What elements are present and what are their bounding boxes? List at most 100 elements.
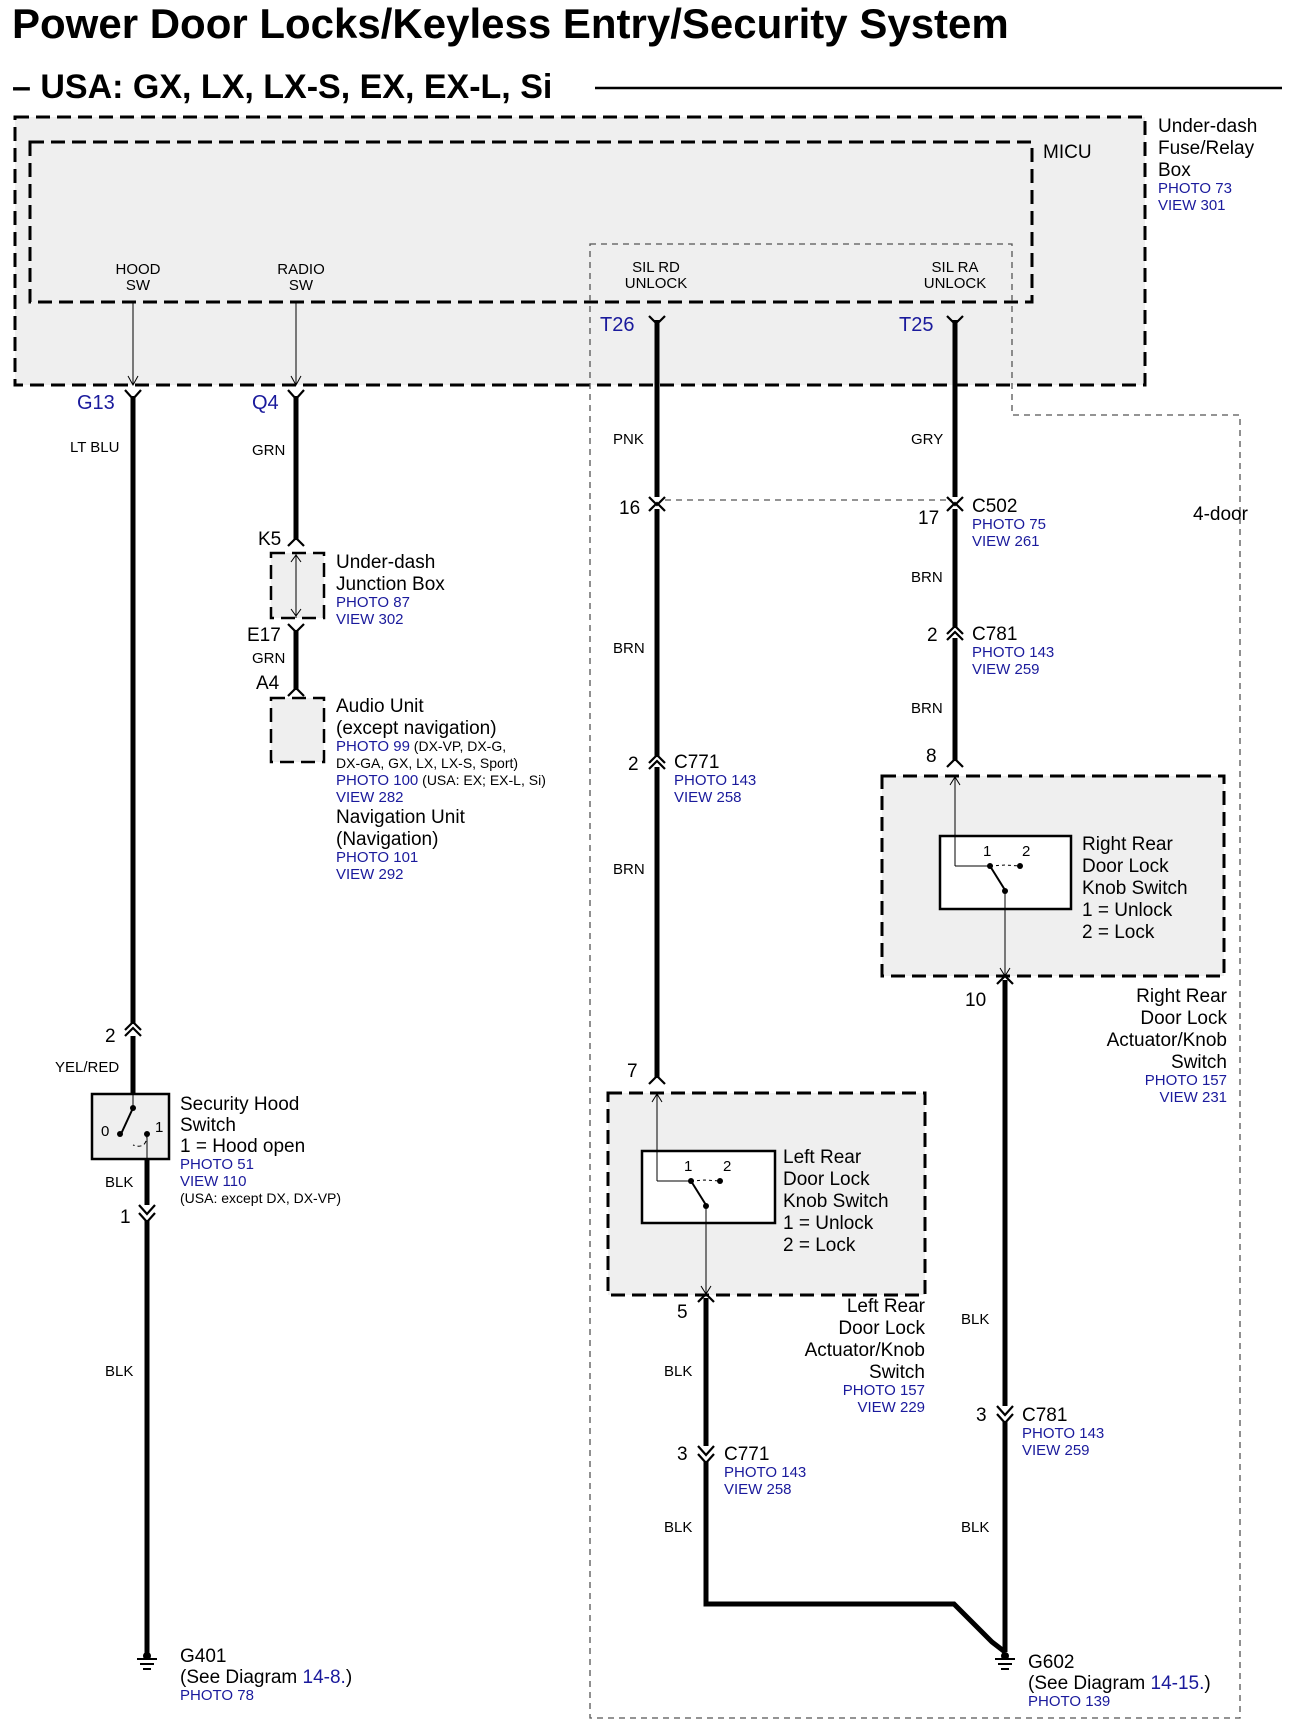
svg-text:Switch: Switch <box>869 1362 925 1383</box>
svg-text:1: 1 <box>684 1158 692 1175</box>
svg-text:VIEW 282: VIEW 282 <box>336 789 404 806</box>
svg-text:UNLOCK: UNLOCK <box>924 275 987 292</box>
svg-text:Knob Switch: Knob Switch <box>1082 878 1188 899</box>
pin-2-c781: 2 <box>927 625 938 646</box>
svg-text:Junction Box: Junction Box <box>336 574 445 595</box>
svg-text:(except navigation): (except navigation) <box>336 718 497 739</box>
wire-blk-hood-top: BLK <box>105 1174 133 1191</box>
svg-text:VIEW 110: VIEW 110 <box>180 1173 246 1190</box>
svg-text:VIEW 292: VIEW 292 <box>336 866 404 883</box>
svg-text:Fuse/Relay: Fuse/Relay <box>1158 138 1255 159</box>
hood-sw-arrow <box>127 375 139 387</box>
svg-text:PHOTO 99 (DX-VP, DX-G,: PHOTO 99 (DX-VP, DX-G, <box>336 738 506 755</box>
svg-text:(See Diagram 14-8.): (See Diagram 14-8.) <box>180 1667 352 1688</box>
svg-text:PHOTO 87: PHOTO 87 <box>336 594 410 611</box>
micu-pin-radio-sw: RADIO SW <box>277 261 325 294</box>
ground-g401-symbol <box>137 1652 157 1670</box>
wire-blk-right-top: BLK <box>961 1311 989 1328</box>
left-rear-knob-switch-label: Left Rear Door Lock Knob Switch 1 = Unlo… <box>783 1147 889 1256</box>
terminal-t25: T25 <box>899 314 933 336</box>
connector-c781-top-label: C781 PHOTO 143 VIEW 259 <box>972 624 1054 678</box>
svg-text:C771: C771 <box>674 752 719 773</box>
wire-blk-left-top: BLK <box>664 1363 692 1380</box>
underdash-junction-box-label: Under-dash Junction Box PHOTO 87 VIEW 30… <box>336 552 445 628</box>
terminal-g13: G13 <box>77 392 115 414</box>
right-rear-door-circuit <box>946 315 964 768</box>
pin-7: 7 <box>627 1061 638 1082</box>
connector-c771-top-label: C771 PHOTO 143 VIEW 258 <box>674 752 756 806</box>
svg-text:Right Rear: Right Rear <box>1082 834 1173 855</box>
svg-text:C771: C771 <box>724 1444 769 1465</box>
svg-text:RADIO: RADIO <box>277 261 325 278</box>
radio-sw-arrow <box>290 375 302 387</box>
pin-10: 10 <box>965 990 986 1011</box>
svg-text:PHOTO 73: PHOTO 73 <box>1158 180 1232 197</box>
page-title: Power Door Locks/Keyless Entry/Security … <box>12 0 1009 47</box>
wire-blk-hood-bottom: BLK <box>105 1363 133 1380</box>
svg-text:PHOTO 101: PHOTO 101 <box>336 849 418 866</box>
wire-blk-right-bottom: BLK <box>961 1519 989 1536</box>
svg-text:PHOTO 157: PHOTO 157 <box>843 1382 925 1399</box>
ground-g602-symbol <box>995 1652 1015 1670</box>
svg-text:VIEW 229: VIEW 229 <box>857 1399 925 1416</box>
svg-text:Door Lock: Door Lock <box>1082 856 1169 877</box>
svg-text:1: 1 <box>983 843 991 860</box>
svg-text:1 = Unlock: 1 = Unlock <box>1082 900 1173 921</box>
svg-text:PHOTO 143: PHOTO 143 <box>1022 1425 1104 1442</box>
right-rear-actuator-label: Right Rear Door Lock Actuator/Knob Switc… <box>1107 986 1228 1106</box>
wire-brn-left-bottom: BRN <box>613 861 645 878</box>
terminal-q4: Q4 <box>252 392 279 414</box>
svg-text:SIL RD: SIL RD <box>632 259 680 276</box>
svg-text:DX-GA, GX, LX, LX-S, Sport): DX-GA, GX, LX, LX-S, Sport) <box>336 755 518 771</box>
svg-text:2: 2 <box>723 1158 731 1175</box>
micu-box <box>28 140 1034 304</box>
svg-text:VIEW 302: VIEW 302 <box>336 611 404 628</box>
pin-16: 16 <box>619 498 640 519</box>
svg-text:PHOTO 100 (USA: EX; EX-L, Si): PHOTO 100 (USA: EX; EX-L, Si) <box>336 772 546 789</box>
wire-brn-right-bottom: BRN <box>911 700 943 717</box>
svg-text:Door Lock: Door Lock <box>838 1318 925 1339</box>
svg-text:2 = Lock: 2 = Lock <box>783 1235 856 1256</box>
svg-text:1 = Unlock: 1 = Unlock <box>783 1213 874 1234</box>
connector-c781-bottom-label: C781 PHOTO 143 VIEW 259 <box>1022 1405 1104 1459</box>
pin-8: 8 <box>926 746 937 767</box>
svg-text:Switch: Switch <box>180 1115 236 1136</box>
svg-text:VIEW 258: VIEW 258 <box>724 1481 792 1498</box>
pin-a4: A4 <box>256 673 280 694</box>
svg-text:G401: G401 <box>180 1646 226 1667</box>
audio-unit-label: Audio Unit (except navigation) PHOTO 99 … <box>336 696 546 883</box>
security-hood-switch-label: Security Hood Switch 1 = Hood open PHOTO… <box>180 1094 341 1206</box>
right-rear-knob-switch-label: Right Rear Door Lock Knob Switch 1 = Unl… <box>1082 834 1188 943</box>
svg-text:Door Lock: Door Lock <box>1140 1008 1227 1029</box>
svg-text:Right Rear: Right Rear <box>1136 986 1227 1007</box>
terminal-t26: T26 <box>600 314 634 336</box>
underdash-fuse-relay-box-label: Under-dash Fuse/Relay Box PHOTO 73 VIEW … <box>1158 116 1257 214</box>
connector-c771-bottom-label: C771 PHOTO 143 VIEW 258 <box>724 1444 806 1498</box>
svg-text:PHOTO 157: PHOTO 157 <box>1145 1072 1227 1089</box>
svg-text:G602: G602 <box>1028 1652 1074 1673</box>
left-rear-door-lock-knob-switch: 1 2 <box>640 1093 777 1295</box>
four-door-boundary <box>589 243 1241 1719</box>
svg-text:HOOD: HOOD <box>116 261 161 278</box>
micu-label: MICU <box>1043 142 1092 163</box>
hood-switch-circuit <box>124 389 156 1655</box>
pin-k5: K5 <box>258 529 281 550</box>
svg-text:VIEW 259: VIEW 259 <box>1022 1442 1090 1459</box>
connector-c502-label: C502 PHOTO 75 VIEW 261 <box>972 496 1046 550</box>
svg-text:Left Rear: Left Rear <box>783 1147 862 1168</box>
svg-text:SIL RA: SIL RA <box>932 259 979 276</box>
right-rear-door-lock-knob-switch: 1 2 <box>938 776 1073 977</box>
svg-text:Box: Box <box>1158 160 1191 181</box>
micu-pin-hood-sw: HOOD SW <box>116 261 161 294</box>
left-rear-ground-wire <box>697 1292 1007 1654</box>
svg-text:Knob Switch: Knob Switch <box>783 1191 889 1212</box>
svg-text:Door Lock: Door Lock <box>783 1169 870 1190</box>
svg-text:VIEW 301: VIEW 301 <box>1158 197 1226 214</box>
svg-text:VIEW 231: VIEW 231 <box>1159 1089 1227 1106</box>
wire-blk-left-bottom: BLK <box>664 1519 692 1536</box>
four-door-label: 4-door <box>1193 504 1249 525</box>
svg-text:SW: SW <box>289 277 314 294</box>
pin-e17: E17 <box>247 625 281 646</box>
wire-brn-left-top: BRN <box>613 640 645 657</box>
pin-hood-2: 2 <box>105 1026 116 1047</box>
